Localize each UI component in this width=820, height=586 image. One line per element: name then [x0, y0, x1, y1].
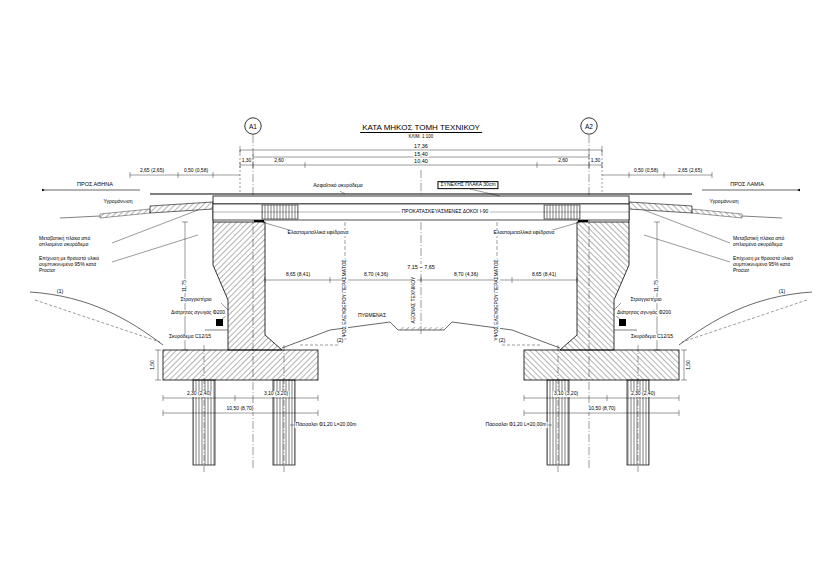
dimension-label: 2,60: [273, 158, 285, 164]
dimension-label: 17,36: [413, 143, 429, 149]
dimension-label: 2,30 (2,40): [186, 391, 212, 397]
dimension-label: 8,70 (4,36): [453, 272, 479, 278]
dimension-label: 8,70 (4,36): [363, 272, 389, 278]
dimension-label: 8,65 (8,41): [285, 272, 311, 278]
bubble-circle: [245, 118, 261, 134]
note-label: ΥΨΟΣ ΕΛΕΥΘΕΡΟΥ ΠΕΡΑΣΜΑΤΟΣ: [342, 258, 348, 341]
note-label: Στραγγιστήριο: [629, 297, 662, 303]
dimension-label: 0,50 (0,58): [183, 168, 209, 174]
note-label: ΥΨΟΣ ΕΛΕΥΘΕΡΟΥ ΠΕΡΑΣΜΑΤΟΣ: [494, 258, 500, 341]
note-label: Μεταβατική πλάκα από οπλισμένο σκυρόδεμα: [732, 236, 806, 248]
note-label: Υγρομόνωση: [102, 199, 133, 205]
bubble-circle: [581, 118, 597, 134]
dimension-label: 2,65 (2,65): [677, 168, 703, 174]
dimension-label: 11,75: [182, 279, 188, 293]
note-label: Υγρομόνωση: [708, 199, 739, 205]
note-label: ΠΡΟΚΑΤΑΣΚΕΥΑΣΜΕΝΕΣ ΔΟΚΟΙ Ι-90: [401, 209, 490, 215]
note-label: Μεταβατική πλάκα από οπλισμένο σκυρόδεμα: [38, 236, 112, 248]
dimension-label: 0,50 (0,58): [633, 168, 659, 174]
axis-name: Α2: [580, 117, 598, 135]
dimension-label: 1,50: [150, 359, 156, 371]
note-label: Σκυρόδεμα C12/15: [630, 334, 674, 340]
note-label: ΑΞΟΝΑΣ ΤΕΧΝΙΚΟΥ: [411, 276, 417, 325]
note-label: Διάτρητος αγωγός Φ200: [170, 310, 226, 316]
axis-bubble: Α2: [580, 117, 598, 135]
callout-number: (1): [778, 288, 787, 294]
dimension-label: 2,65 (2,65): [139, 168, 165, 174]
dimension-label: 10,50 (8,70): [226, 406, 255, 412]
note-label: Πάσσαλοι Φ1,20 L=20,00m: [485, 422, 548, 428]
dimension-label: 15,40: [413, 151, 429, 157]
note-label: Στραγγιστήριο: [179, 297, 212, 303]
axis-bubble: Α1: [244, 117, 262, 135]
note-label: ΣΥΝΕΧΗΣ ΠΛΑΚΑ 30cm: [437, 181, 498, 189]
dimension-label: 2,60: [557, 158, 569, 164]
note-label: Ασφαλτικό σκυρόδεμα: [312, 183, 363, 189]
dimension-label: 11,75: [654, 279, 660, 293]
note-label: Ελαστομεταλλικά εφέδρανα: [493, 230, 556, 236]
dimension-label: 1,30: [241, 158, 253, 164]
note-label: ΚΛΙΜ. 1:100: [408, 134, 435, 139]
note-label: ΠΡΟΣ ΑΘΗΝΑ: [76, 181, 114, 187]
dimension-label: 3,10 (3,20): [553, 391, 579, 397]
note-label: Ελαστομεταλλικά εφέδρανα: [287, 230, 350, 236]
note-label: Διάτρητος αγωγός Φ200: [616, 310, 672, 316]
dimension-label: 10,40: [413, 158, 429, 164]
callout-number: (2): [498, 337, 507, 343]
dimension-label: 1,50: [686, 359, 692, 371]
note-label: ΠΥΘΜΕΝΑΣ: [357, 313, 387, 319]
dimension-label: 2,30 (2,40): [630, 391, 656, 397]
note-label: Επίχωση με θραυστό υλικό συμπυκνωμένο 95…: [732, 256, 806, 273]
dimension-label: 1,30: [590, 158, 602, 164]
callout-number: (1): [56, 288, 65, 294]
dimension-label: 8,65 (8,41): [531, 272, 557, 278]
dimension-label: 3,10 (3,20): [263, 391, 289, 397]
callout-number: (2): [336, 337, 345, 343]
dimension-label: 10,50 (8,70): [588, 406, 617, 412]
note-label: Επίχωση με θραυστό υλικό συμπυκνωμένο 95…: [38, 256, 112, 273]
axis-name: Α1: [244, 117, 262, 135]
note-label: ΠΡΟΣ ΛΑΜΙΑ: [729, 181, 765, 187]
drawing-title: ΚΑΤΑ ΜΗΚΟΣ ΤΟΜΗ ΤΕΧΝΙΚΟΥ: [360, 123, 482, 133]
dimension-label: 7,15 ~ 7,65: [406, 264, 436, 270]
note-label: Σκυρόδεμα C12/15: [168, 334, 212, 340]
note-label: Πάσσαλοι Φ1,20 L=20,00m: [295, 422, 358, 428]
